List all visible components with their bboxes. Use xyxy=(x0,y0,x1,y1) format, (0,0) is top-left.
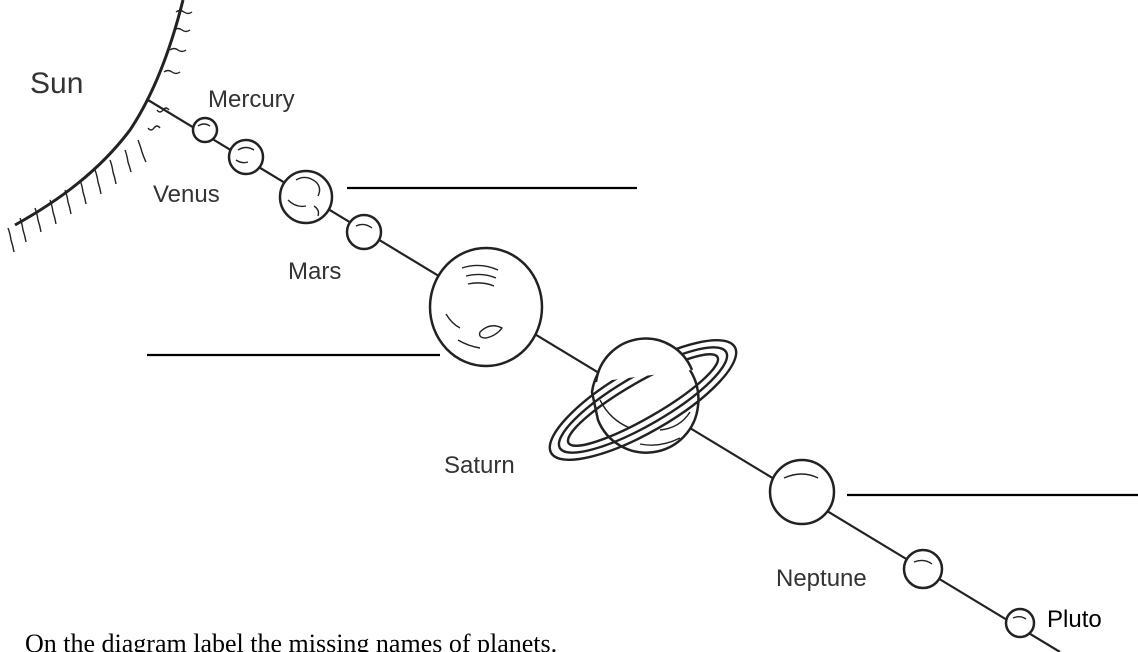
jupiter-planet xyxy=(428,246,544,368)
mercury-planet xyxy=(191,116,219,144)
label-saturn: Saturn xyxy=(444,452,515,479)
label-neptune: Neptune xyxy=(776,565,867,592)
label-mars: Mars xyxy=(288,258,341,285)
instruction-text: On the diagram label the missing names o… xyxy=(25,629,557,652)
label-mercury: Mercury xyxy=(208,86,295,113)
label-sun: Sun xyxy=(30,67,83,100)
earth-planet xyxy=(278,169,334,225)
label-pluto: Pluto xyxy=(1047,606,1102,633)
label-venus: Venus xyxy=(153,181,220,208)
uranus-planet xyxy=(768,458,836,526)
saturn-planet xyxy=(548,337,738,462)
pluto-planet xyxy=(1004,607,1036,639)
neptune-planet xyxy=(902,548,944,590)
mars-planet xyxy=(345,213,383,251)
venus-planet xyxy=(227,138,265,176)
sun-shape xyxy=(7,0,193,253)
